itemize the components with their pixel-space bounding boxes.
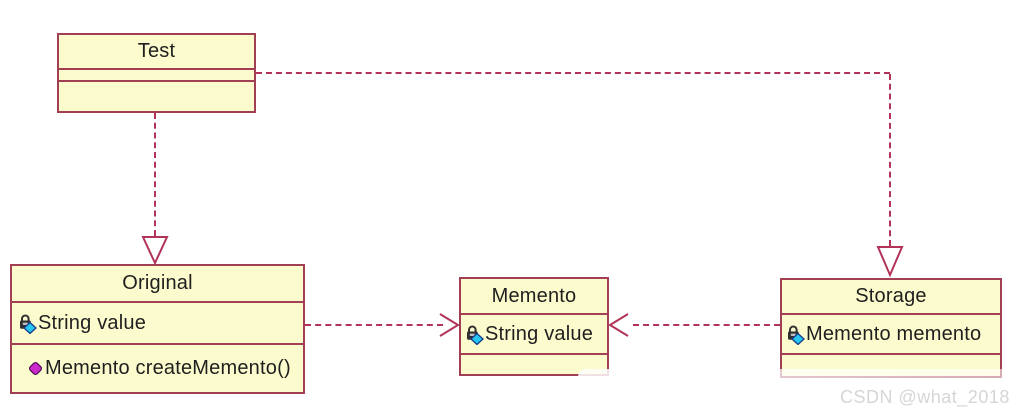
connector-test-storage-hline <box>256 72 890 74</box>
open-arrowhead <box>439 313 460 337</box>
methods-compartment: Memento createMemento() <box>12 345 303 392</box>
methods-compartment <box>461 355 607 374</box>
connector-storage-memento-line <box>633 324 780 326</box>
method-row: Memento createMemento() <box>12 345 303 392</box>
private-attribute-lock-icon <box>16 313 37 334</box>
attribute-row: String value <box>461 315 607 353</box>
attribute-row: String value <box>12 303 303 343</box>
methods-compartment <box>782 355 1000 376</box>
attributes-compartment: String value <box>461 315 607 355</box>
attribute-label: String value <box>38 311 147 334</box>
watermark-text: CSDN @what_2018 <box>840 387 1010 407</box>
methods-compartment <box>59 82 254 111</box>
method-label: Memento createMemento() <box>45 357 291 379</box>
class-box-memento[interactable]: Memento String value <box>459 277 609 376</box>
class-name: Test <box>59 35 254 70</box>
attribute-label: String value <box>485 322 594 345</box>
connector-original-memento-line <box>305 324 443 326</box>
class-name: Storage <box>782 280 1000 315</box>
attributes-compartment: String value <box>12 303 303 345</box>
connector-test-storage-vline <box>889 74 891 246</box>
method-diamond-icon <box>27 360 44 377</box>
hollow-triangle-arrowhead <box>141 236 169 266</box>
attributes-compartment: Memento memento <box>782 315 1000 355</box>
attribute-row: Memento memento <box>782 315 1000 353</box>
private-attribute-lock-icon <box>463 324 484 345</box>
class-box-storage[interactable]: Storage Memento memento <box>780 278 1002 378</box>
hollow-triangle-arrowhead <box>876 246 904 278</box>
class-name: Original <box>12 266 303 303</box>
attribute-label: Memento memento <box>806 322 982 345</box>
connector-test-original-line <box>154 113 156 236</box>
attributes-compartment <box>59 70 254 82</box>
class-box-test[interactable]: Test <box>57 33 256 113</box>
class-box-original[interactable]: Original String value <box>10 264 305 394</box>
open-arrowhead <box>608 313 629 337</box>
class-name: Memento <box>461 279 607 315</box>
private-attribute-lock-icon <box>784 324 805 345</box>
